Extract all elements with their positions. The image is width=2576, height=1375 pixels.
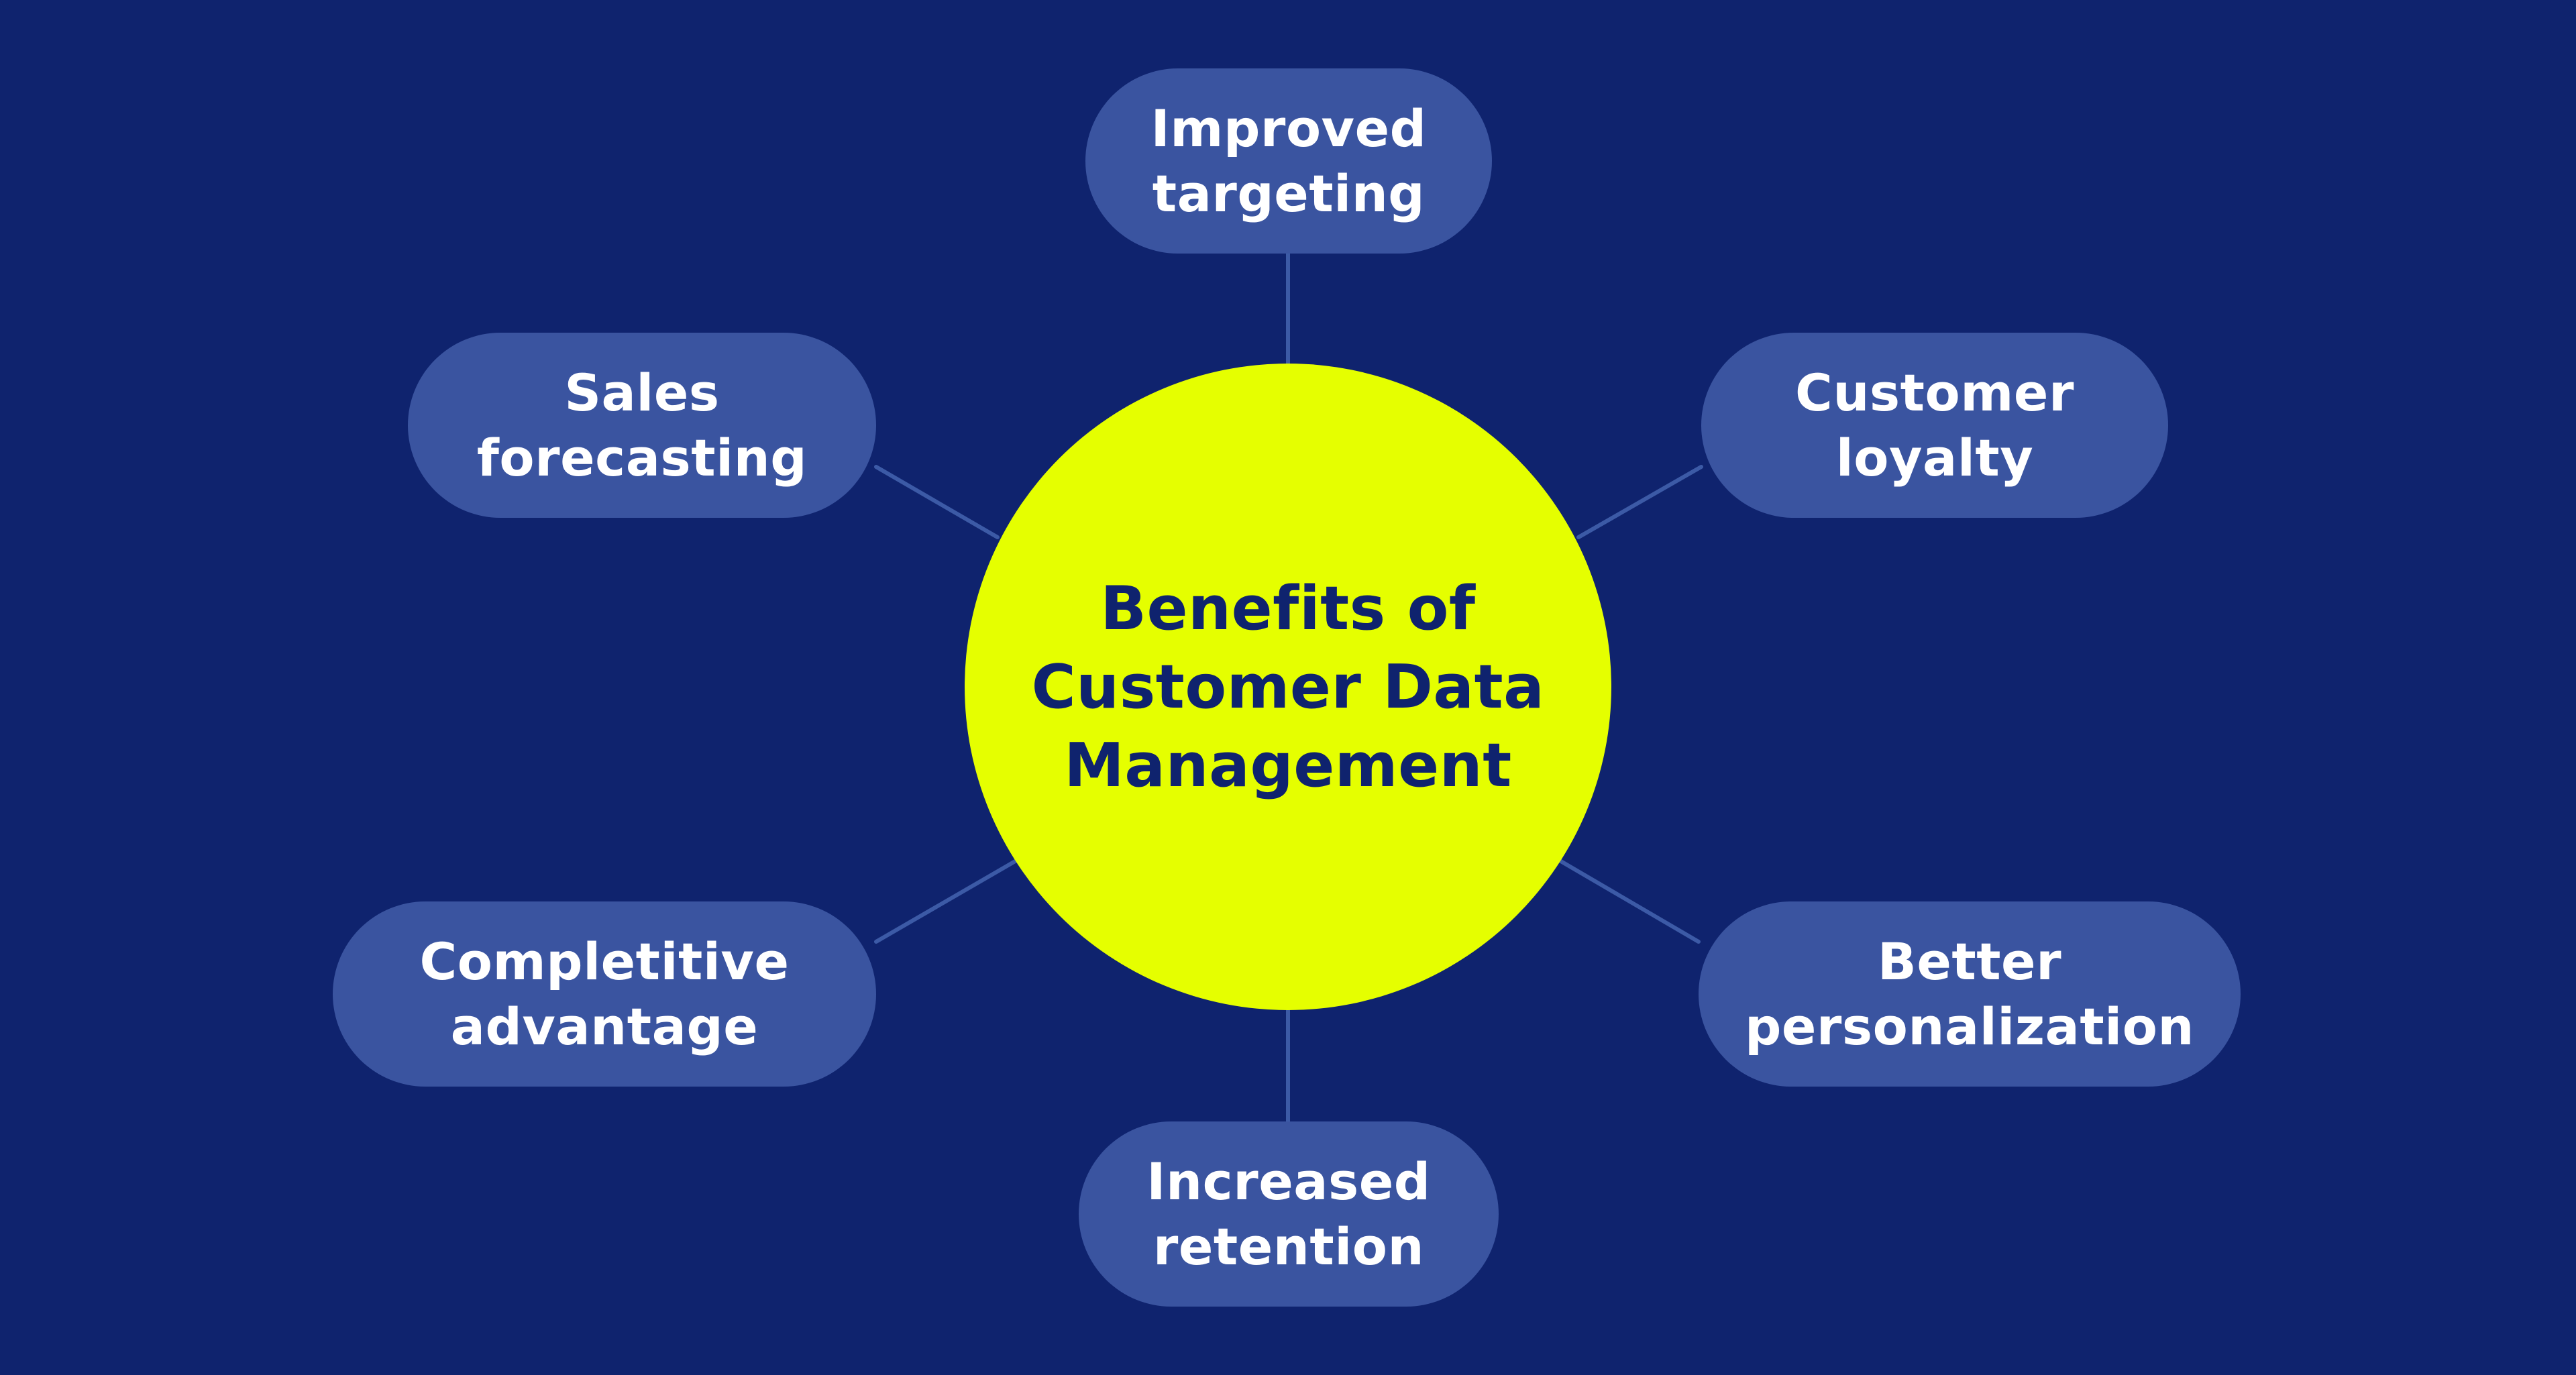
benefit-label-line: forecasting bbox=[476, 428, 808, 488]
benefit-label-line: Customer bbox=[1795, 363, 2074, 423]
benefit-label-line: targeting bbox=[1152, 164, 1426, 223]
central-topic-line: Benefits of bbox=[1100, 573, 1476, 644]
benefit-label-line: personalization bbox=[1744, 997, 2195, 1056]
connector-lower-left bbox=[874, 859, 1018, 944]
benefit-competitive-advantage: Completitive advantage bbox=[333, 901, 876, 1087]
benefit-sales-forecasting: Sales forecasting bbox=[408, 333, 876, 518]
connector-upper-left bbox=[874, 465, 1000, 539]
benefit-label-line: Sales bbox=[564, 363, 720, 423]
central-topic-line: Management bbox=[1064, 730, 1512, 801]
benefit-improved-targeting: Improved targeting bbox=[1085, 68, 1492, 254]
central-topic-circle: Benefits of Customer Data Management bbox=[965, 364, 1611, 1010]
benefit-label-line: Improved bbox=[1150, 99, 1427, 158]
connector-lower-right bbox=[1558, 859, 1701, 944]
benefit-label-line: Increased bbox=[1146, 1152, 1431, 1211]
connector-upper-right bbox=[1576, 465, 1703, 539]
benefit-label-line: loyalty bbox=[1835, 428, 2034, 488]
benefit-label-line: Completitive bbox=[419, 932, 790, 991]
benefit-customer-loyalty: Customer loyalty bbox=[1701, 333, 2168, 518]
benefit-label-line: Better bbox=[1877, 932, 2062, 991]
benefit-increased-retention: Increased retention bbox=[1079, 1121, 1499, 1307]
benefit-label-line: advantage bbox=[450, 997, 759, 1056]
benefit-better-personalization: Better personalization bbox=[1699, 901, 2241, 1087]
benefit-label-line: retention bbox=[1152, 1217, 1425, 1276]
central-topic-line: Customer Data bbox=[1031, 651, 1545, 722]
